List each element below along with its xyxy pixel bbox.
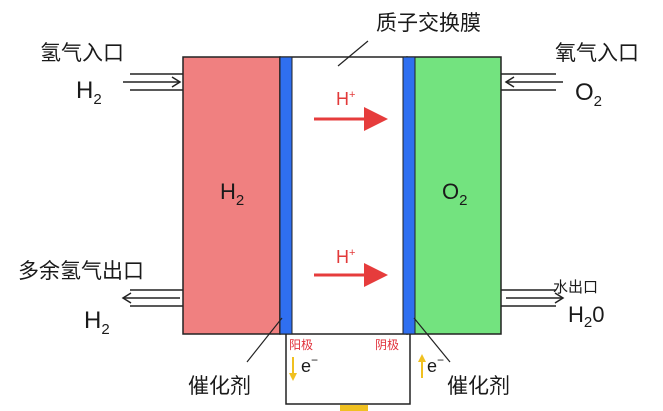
cathode-chamber: [406, 56, 502, 335]
h2-inlet-formula: H2: [76, 77, 102, 108]
h2-inlet-label: 氢气入口: [40, 41, 124, 65]
external-circuit: [285, 334, 411, 405]
o2-chamber-formula: O2: [442, 179, 467, 209]
h2-inlet-tube: [123, 73, 183, 91]
water-outlet-tube: [501, 289, 565, 307]
proton-label-bottom: H+: [336, 247, 355, 267]
membrane-chamber: [279, 56, 408, 335]
catalyst-right-label: 催化剂: [447, 374, 510, 398]
catalyst-right-leader: [413, 317, 451, 363]
electron-label-right: e−: [427, 353, 444, 376]
excess-h2-outlet-label: 多余氢气出口: [18, 259, 144, 283]
h2-chamber-formula: H2: [220, 179, 244, 209]
catalyst-left-leader: [246, 317, 283, 363]
electron-label-left: e−: [301, 353, 318, 376]
circuit-indicator: [340, 405, 368, 411]
h2-outlet-formula: H2: [84, 307, 110, 338]
electron-arrow-left: [289, 357, 297, 381]
o2-inlet-formula: O2: [575, 79, 602, 110]
anode-electrode: [279, 56, 293, 335]
water-outlet-formula: H20: [568, 302, 604, 331]
water-outlet-label: 水出口: [553, 278, 598, 296]
membrane-label: 质子交换膜: [376, 11, 481, 35]
anode-label: 阳极: [289, 338, 313, 352]
o2-inlet-tube: [501, 73, 563, 91]
catalyst-left-label: 催化剂: [188, 374, 251, 398]
proton-label-top: H+: [336, 89, 355, 109]
anode-chamber: [182, 56, 281, 335]
h2-outlet-tube: [121, 289, 183, 307]
cathode-electrode: [402, 56, 416, 335]
membrane-leader: [337, 40, 369, 67]
electron-arrow-right: [418, 354, 426, 378]
cathode-label: 阴极: [375, 338, 399, 352]
o2-inlet-label: 氧气入口: [555, 41, 639, 65]
